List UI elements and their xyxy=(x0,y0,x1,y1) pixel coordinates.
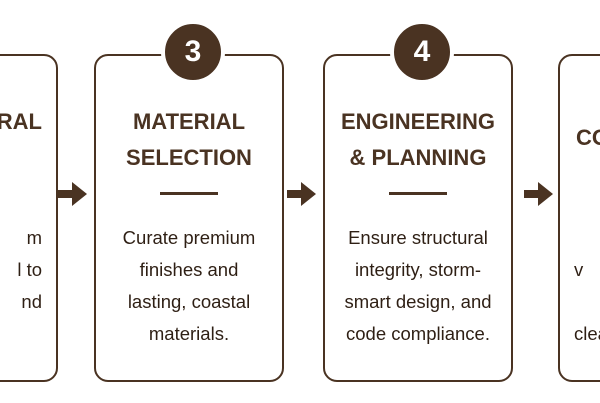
title-divider xyxy=(389,192,447,195)
step-description: Ensure structural integrity, storm- smar… xyxy=(344,227,492,344)
step-description: v clea xyxy=(574,259,600,344)
step-card-3: MATERIAL SELECTION Curate premium finish… xyxy=(94,54,284,382)
step-description: m l to nd xyxy=(17,227,42,312)
step-title: URAL xyxy=(0,109,42,134)
step-card-2: URAL m l to nd xyxy=(0,54,58,382)
step-number-badge: 4 xyxy=(390,20,454,84)
arrow-right-icon xyxy=(524,182,553,206)
step-card-5: CO v clea xyxy=(558,54,600,382)
step-title: MATERIAL SELECTION xyxy=(126,109,252,170)
title-divider xyxy=(160,192,218,195)
step-title: CO xyxy=(576,125,600,150)
step-title: ENGINEERING & PLANNING xyxy=(340,109,496,170)
arrow-right-icon xyxy=(58,182,87,206)
step-description: Curate premium finishes and lasting, coa… xyxy=(122,227,256,344)
step-number-badge: 3 xyxy=(161,20,225,84)
step-card-4: ENGINEERING & PLANNING Ensure structural… xyxy=(323,54,513,382)
arrow-right-icon xyxy=(287,182,316,206)
